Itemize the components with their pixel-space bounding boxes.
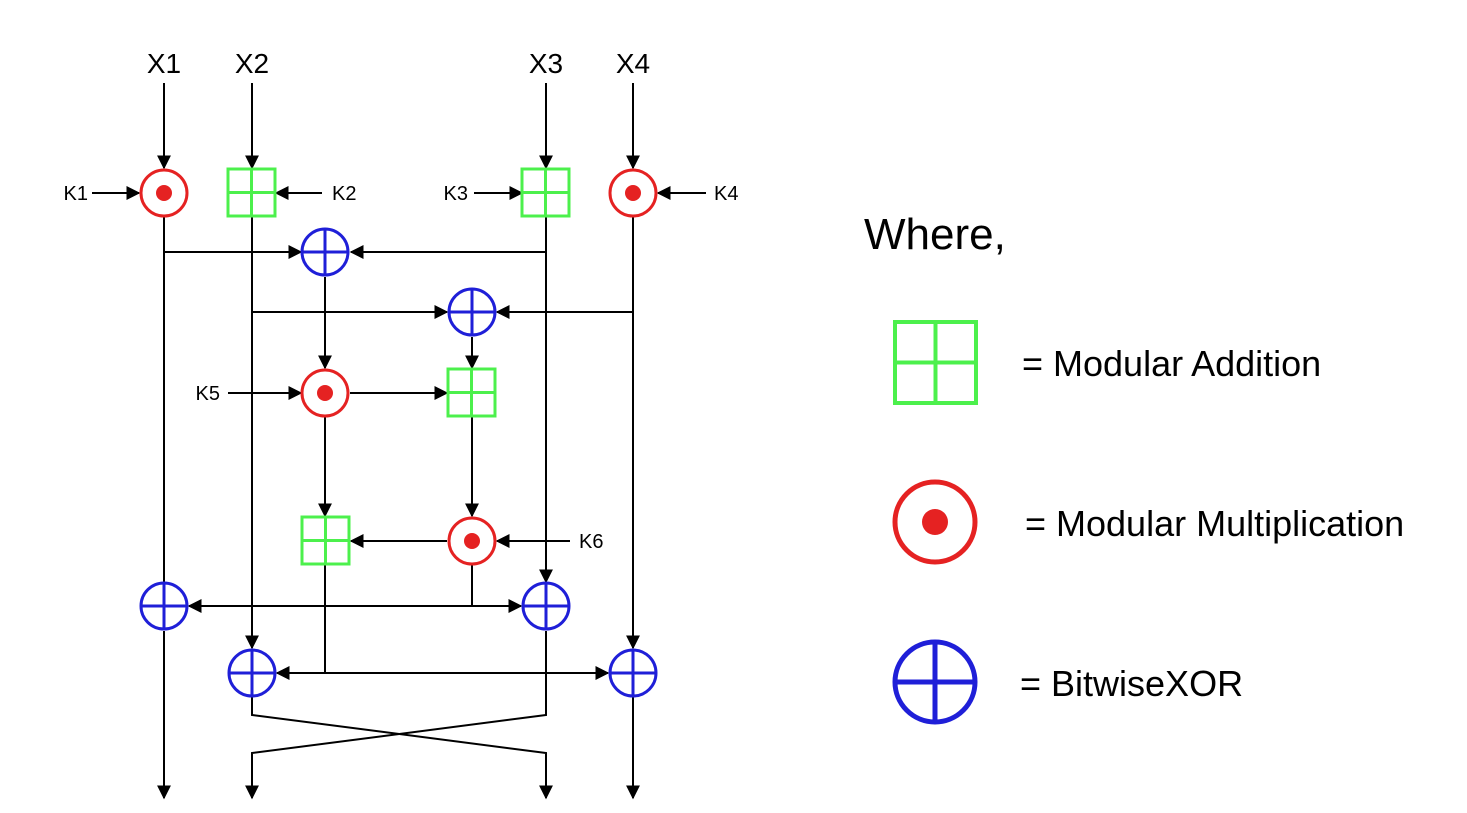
addition-node-middle-right bbox=[446, 367, 497, 418]
legend-title: Where, bbox=[864, 210, 1006, 259]
input-label-x2: X2 bbox=[235, 48, 269, 79]
legend-multiplication-label: = Modular Multiplication bbox=[1025, 503, 1404, 544]
key-label-k5: K5 bbox=[196, 383, 220, 405]
legend-xor-label: = BitwiseXOR bbox=[1020, 663, 1243, 704]
addition-node-k3 bbox=[520, 167, 571, 218]
legend: Where, = Modular Addition = Modular Mult… bbox=[864, 210, 1404, 725]
key-label-k2: K2 bbox=[332, 183, 356, 205]
addition-node-middle-left bbox=[300, 515, 351, 566]
multiplication-node-k6 bbox=[447, 516, 497, 566]
legend-addition-label: = Modular Addition bbox=[1022, 343, 1321, 384]
multiplication-node-k4 bbox=[608, 168, 658, 218]
key-label-k6: K6 bbox=[579, 531, 603, 553]
xor-node-output-2 bbox=[227, 648, 277, 698]
xor-node-2 bbox=[447, 287, 497, 337]
key-label-k4: K4 bbox=[714, 183, 738, 205]
multiplication-node-k1 bbox=[139, 168, 189, 218]
legend-addition-symbol bbox=[893, 320, 978, 405]
input-label-x1: X1 bbox=[147, 48, 181, 79]
xor-node-output-1 bbox=[139, 581, 189, 631]
addition-node-k2 bbox=[226, 167, 277, 218]
xor-node-output-4 bbox=[608, 648, 658, 698]
input-label-x3: X3 bbox=[529, 48, 563, 79]
wires bbox=[92, 83, 706, 800]
legend-multiplication-symbol bbox=[892, 479, 978, 565]
xor-node-output-3 bbox=[521, 581, 571, 631]
input-label-x4: X4 bbox=[616, 48, 650, 79]
key-label-k1: K1 bbox=[64, 183, 88, 205]
key-label-k3: K3 bbox=[444, 183, 468, 205]
multiplication-node-k5 bbox=[300, 368, 350, 418]
legend-xor-symbol bbox=[892, 639, 978, 725]
xor-node-1 bbox=[300, 227, 350, 277]
